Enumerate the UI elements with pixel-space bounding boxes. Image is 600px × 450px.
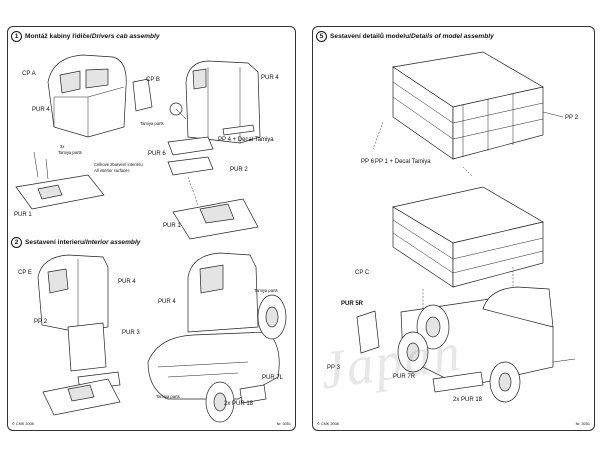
step-number: 5 (316, 31, 327, 42)
step-subtitle: Drivers cab assembly (91, 33, 160, 40)
step-1-heading: 1 Montáž kabiny řidiče / Drivers cab ass… (11, 31, 160, 42)
part-label: PUR 7R (393, 374, 416, 380)
page-number-footer: Nr. 3051 (575, 422, 590, 426)
cargo-bed-lower-drawing (392, 186, 544, 309)
part-label: PUR 4 (118, 279, 136, 285)
step-separator: / (409, 33, 411, 40)
interior-cab-drawing (37, 254, 121, 416)
left-page-drawings (15, 54, 287, 423)
part-label: CP B (146, 77, 160, 83)
part-label: Tamiya parts (156, 394, 180, 399)
copyright-footer: © CMK 2008 (317, 422, 339, 426)
part-label: 3x (60, 144, 65, 149)
step-title: Sestavení interieru (25, 239, 85, 246)
paint-note: All interior surfaces (94, 168, 130, 173)
right-instruction-page: 5 Sestavení detailů modelu / Details of … (312, 26, 595, 431)
part-label: Tamiya parts (140, 121, 164, 126)
step-5-heading: 5 Sestavení detailů modelu / Details of … (316, 31, 494, 42)
step-2-heading: 2 Sestavení interieru / Interior assembl… (11, 237, 140, 248)
part-label: 2x PUR 18 (224, 401, 254, 407)
part-label: PP 1 + Decal Tamiya (375, 159, 431, 165)
cargo-bed-drawing (372, 51, 564, 178)
part-label: PUR 1 (163, 223, 181, 229)
part-label: PUR 7L (262, 375, 284, 381)
cab-frame-drawing (169, 60, 261, 144)
copyright-footer: © CMK 2008 (12, 422, 34, 426)
right-page-drawings (356, 51, 576, 403)
part-label: PUR 4 (32, 107, 50, 113)
part-label: Tamiya parts (254, 288, 278, 293)
cab-floor-drawing (15, 136, 259, 240)
part-label: PP 4 + Decal Tamiya (218, 137, 274, 143)
part-label: PUR 3 (122, 330, 140, 336)
truck-front-drawing (147, 252, 287, 423)
part-label: PUR 1 (14, 212, 32, 218)
part-label: PP 2 (565, 115, 578, 121)
part-label: PUR 4 (261, 75, 279, 81)
step-subtitle: Details of model assembly (411, 33, 494, 40)
part-label: PP 3 (327, 365, 340, 371)
part-label: PUR 2 (230, 167, 248, 173)
truck-chassis-drawing (356, 286, 576, 403)
step-number: 2 (11, 237, 22, 248)
part-label: CP E (18, 270, 32, 276)
step-title: Montáž kabiny řidiče (25, 33, 90, 40)
step-separator: / (89, 33, 92, 40)
page-number-footer: Nr. 3051 (276, 422, 291, 426)
paint-note: Celkové zbarvení interiéru (94, 162, 143, 167)
left-instruction-page: 1 Montáž kabiny řidiče / Drivers cab ass… (7, 26, 296, 431)
step-subtitle: Interior assembly (85, 239, 141, 246)
part-label: PP 2 (34, 319, 47, 325)
part-label: 2x PUR 18 (453, 397, 483, 403)
part-label: CP C (355, 270, 370, 276)
step-title: Sestavení detailů modelu (330, 33, 410, 40)
part-label: PP 6 (361, 159, 374, 165)
part-label: PUR 4 (158, 299, 176, 305)
part-label: PUR 6 (148, 151, 166, 157)
part-label: Tamiya parts (58, 150, 82, 155)
step-separator: / (84, 239, 86, 246)
cab-shell-drawing (47, 54, 153, 138)
step-number: 1 (11, 31, 22, 42)
part-label: CP A (22, 71, 36, 77)
part-label: PUR 5R (341, 301, 364, 307)
